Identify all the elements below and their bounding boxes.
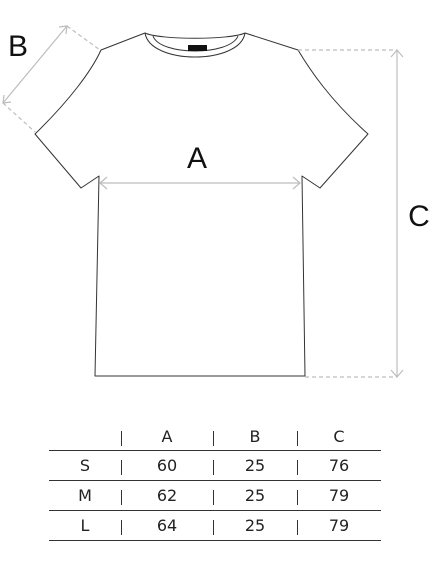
collar-outer <box>144 32 246 58</box>
dimension-b-guide-bottom <box>2 102 36 133</box>
dimension-a-arrow-right <box>292 176 301 190</box>
tshirt-measurement-diagram: A B C <box>2 25 430 378</box>
header-cell-c: C <box>297 422 381 451</box>
dimension-b-line <box>2 25 68 104</box>
value-c: 76 <box>297 451 381 481</box>
label-a: A <box>187 142 207 175</box>
label-b: B <box>8 30 28 63</box>
dimension-b <box>2 25 101 133</box>
value-b: 25 <box>213 481 297 511</box>
size-chart-table: A B C S 60 25 76 M 62 25 79 L 64 25 79 <box>49 422 381 541</box>
header-cell-a: A <box>121 422 213 451</box>
neck-tag <box>188 45 207 51</box>
value-a: 60 <box>121 451 213 481</box>
value-c: 79 <box>297 511 381 541</box>
value-a: 62 <box>121 481 213 511</box>
dimension-b-guide-top <box>66 25 101 51</box>
shirt-body <box>34 32 369 377</box>
size-chart-header-row: A B C <box>49 422 381 451</box>
dimension-c <box>298 49 404 378</box>
value-b: 25 <box>213 451 297 481</box>
dimension-a <box>99 176 301 190</box>
table-row: L 64 25 79 <box>49 511 381 541</box>
table-row: M 62 25 79 <box>49 481 381 511</box>
table-row: S 60 25 76 <box>49 451 381 481</box>
size-label: M <box>78 486 92 505</box>
header-cell-size <box>49 422 121 451</box>
value-a: 64 <box>121 511 213 541</box>
tshirt-outline <box>34 32 369 377</box>
label-c: C <box>408 200 430 233</box>
value-b: 25 <box>213 511 297 541</box>
dimension-a-arrow-left <box>99 176 108 190</box>
size-label: L <box>80 516 90 535</box>
header-cell-b: B <box>213 422 297 451</box>
value-c: 79 <box>297 481 381 511</box>
size-label: S <box>79 456 91 475</box>
